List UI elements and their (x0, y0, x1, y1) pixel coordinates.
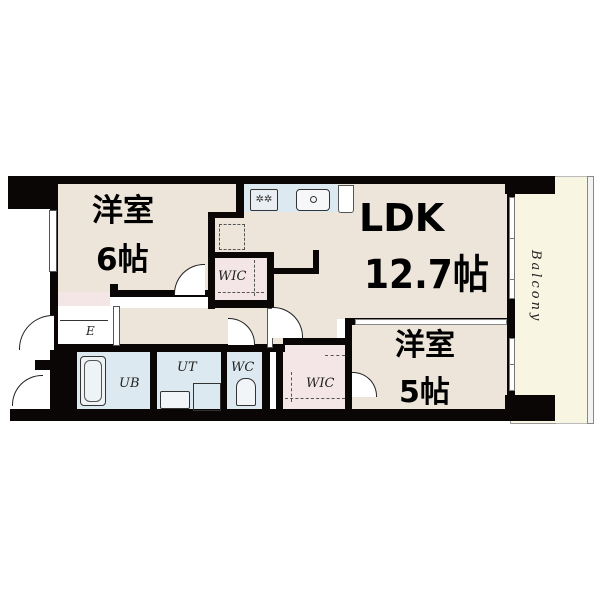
wall-wc-right (262, 344, 270, 414)
wall-wic2-step (315, 338, 352, 345)
wic-1-label: WIC (218, 269, 247, 284)
fridge-placeholder (219, 224, 245, 250)
window-room5-1 (509, 338, 515, 365)
shoe-cabinet (57, 292, 110, 306)
room5-partition (355, 319, 507, 325)
wall-room6-bottom-left (110, 284, 118, 296)
entrance-step (113, 306, 120, 346)
wall-wic2-top (283, 338, 321, 345)
wall-top-left (8, 176, 58, 209)
balcony-area (556, 176, 587, 424)
western-room-6-label-line2: 6帖 (96, 242, 149, 278)
ldk-label-line1: LDK (359, 196, 445, 240)
wic2-shelf (285, 398, 345, 399)
service-door[interactable] (12, 375, 43, 406)
entrance-door[interactable] (19, 315, 54, 350)
washbasin-icon (160, 391, 190, 409)
balcony-label: Balcony (528, 250, 543, 324)
toilet-icon (236, 378, 256, 406)
wall-ub-ut (150, 344, 157, 414)
unit-bath-label: UB (119, 376, 140, 391)
wall-ldk-stub (274, 268, 318, 274)
wall-bottom (10, 409, 555, 421)
wall-ldk-stub-vert (313, 250, 319, 274)
wall-hall-bottom (50, 344, 285, 352)
toilet-label: WC (231, 360, 255, 375)
wall-top-right (505, 176, 555, 194)
ldk-label-line2: 12.7帖 (364, 252, 489, 298)
wall-kitchen-step (208, 212, 244, 218)
utility-label: UT (177, 360, 197, 375)
entrance-label: E (86, 324, 95, 338)
window-left (49, 210, 57, 272)
bathtub-inner (84, 360, 102, 402)
western-room-5-label-line2: 5帖 (399, 375, 450, 410)
wall-wic2-left (276, 344, 283, 414)
wall-wic1-top (208, 252, 273, 258)
wic-2-label: WIC (306, 376, 335, 391)
shoe-cabinet-doors (60, 306, 108, 321)
western-room-5-label-line1: 洋室 (395, 328, 455, 363)
window-ldk-3 (509, 279, 515, 299)
wall-ut-wc (221, 344, 227, 414)
wall-room5-left (345, 318, 352, 414)
western-room-5-floor (352, 325, 507, 417)
stove-icon: ✲✲ (250, 189, 278, 211)
window-room5-2 (509, 364, 515, 391)
wall-top (50, 176, 555, 184)
washing-machine-icon (193, 383, 221, 411)
wall-wic1-bottom (208, 300, 274, 308)
wic-1-floor (216, 258, 266, 300)
window-ldk-1 (509, 197, 515, 239)
balcony-railing (587, 176, 594, 424)
wic2-shelf-vert (291, 372, 292, 402)
wall-room6-right (208, 212, 215, 309)
wall-wic1-right (267, 252, 274, 310)
wall-room6-bottom (110, 290, 215, 297)
wic1-shelf-vert (254, 260, 255, 296)
wall-room6-kitchen (236, 176, 244, 214)
sink-drain-icon (310, 196, 317, 203)
window-ldk-2 (509, 238, 515, 280)
refrigerator-space (338, 185, 354, 213)
wic1-shelf (218, 292, 264, 293)
wall-left-step (35, 360, 65, 370)
western-room-6-label-line1: 洋室 (92, 193, 154, 229)
wall-left-lower (50, 344, 77, 421)
wic2-shelf-top (325, 355, 345, 356)
